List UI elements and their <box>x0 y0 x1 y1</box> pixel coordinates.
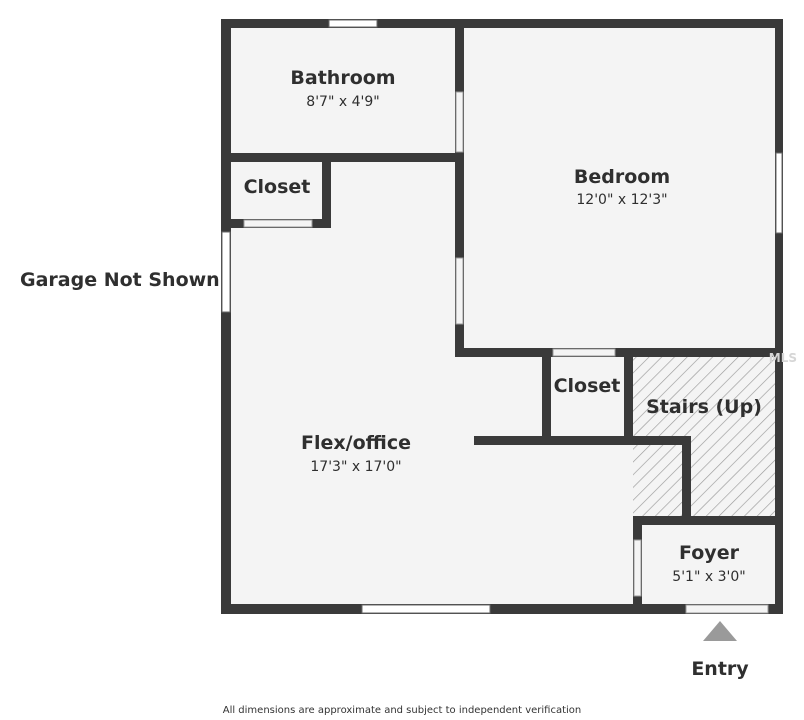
wall-left <box>221 19 231 614</box>
door-foyer <box>633 539 642 597</box>
window-flex-left <box>221 231 231 313</box>
entry-arrow-icon <box>703 621 737 641</box>
flex-dims: 17'3" x 17'0" <box>310 459 401 475</box>
bathroom-dims: 8'7" x 4'9" <box>306 94 379 110</box>
window-bedroom <box>775 152 783 234</box>
wall-bath-bed <box>455 19 464 357</box>
wall-closet-left-right <box>322 153 331 228</box>
wall-closet-mid-right <box>624 348 633 441</box>
wall-closet-mid-bottom <box>474 436 690 445</box>
door-bedroom <box>455 257 464 325</box>
wall-right <box>775 19 783 614</box>
openings <box>243 91 769 614</box>
wall-foyer-top <box>633 516 783 525</box>
windows <box>221 19 783 614</box>
door-closet-mid <box>552 348 616 357</box>
wall-top <box>221 19 783 28</box>
foyer-dims: 5'1" x 3'0" <box>672 569 745 585</box>
footnote: All dimensions are approximate and subje… <box>223 705 582 716</box>
door-bathroom <box>455 91 464 153</box>
window-bathroom <box>328 19 378 28</box>
bathroom-name: Bathroom <box>290 67 395 89</box>
wall-bottom <box>221 604 783 614</box>
window-flex-bottom <box>361 604 491 614</box>
foyer-name: Foyer <box>679 542 740 564</box>
garage-label: Garage Not Shown <box>20 269 220 291</box>
wall-closet-mid-left <box>542 348 551 441</box>
wall-stairs-left <box>682 436 691 525</box>
closet-left-name: Closet <box>244 176 311 198</box>
bedroom-name: Bedroom <box>574 166 670 188</box>
entry-label: Entry <box>691 658 749 680</box>
stairs-name: Stairs (Up) <box>646 396 762 418</box>
wall-bath-bottom <box>221 153 464 162</box>
closet-mid-name: Closet <box>554 375 621 397</box>
door-entry <box>685 604 769 614</box>
flex-name: Flex/office <box>301 432 411 454</box>
door-closet-left <box>243 219 313 228</box>
bedroom-dims: 12'0" x 12'3" <box>576 192 667 208</box>
watermark: MLS <box>769 351 797 365</box>
wall-bed-bottom <box>455 348 783 357</box>
